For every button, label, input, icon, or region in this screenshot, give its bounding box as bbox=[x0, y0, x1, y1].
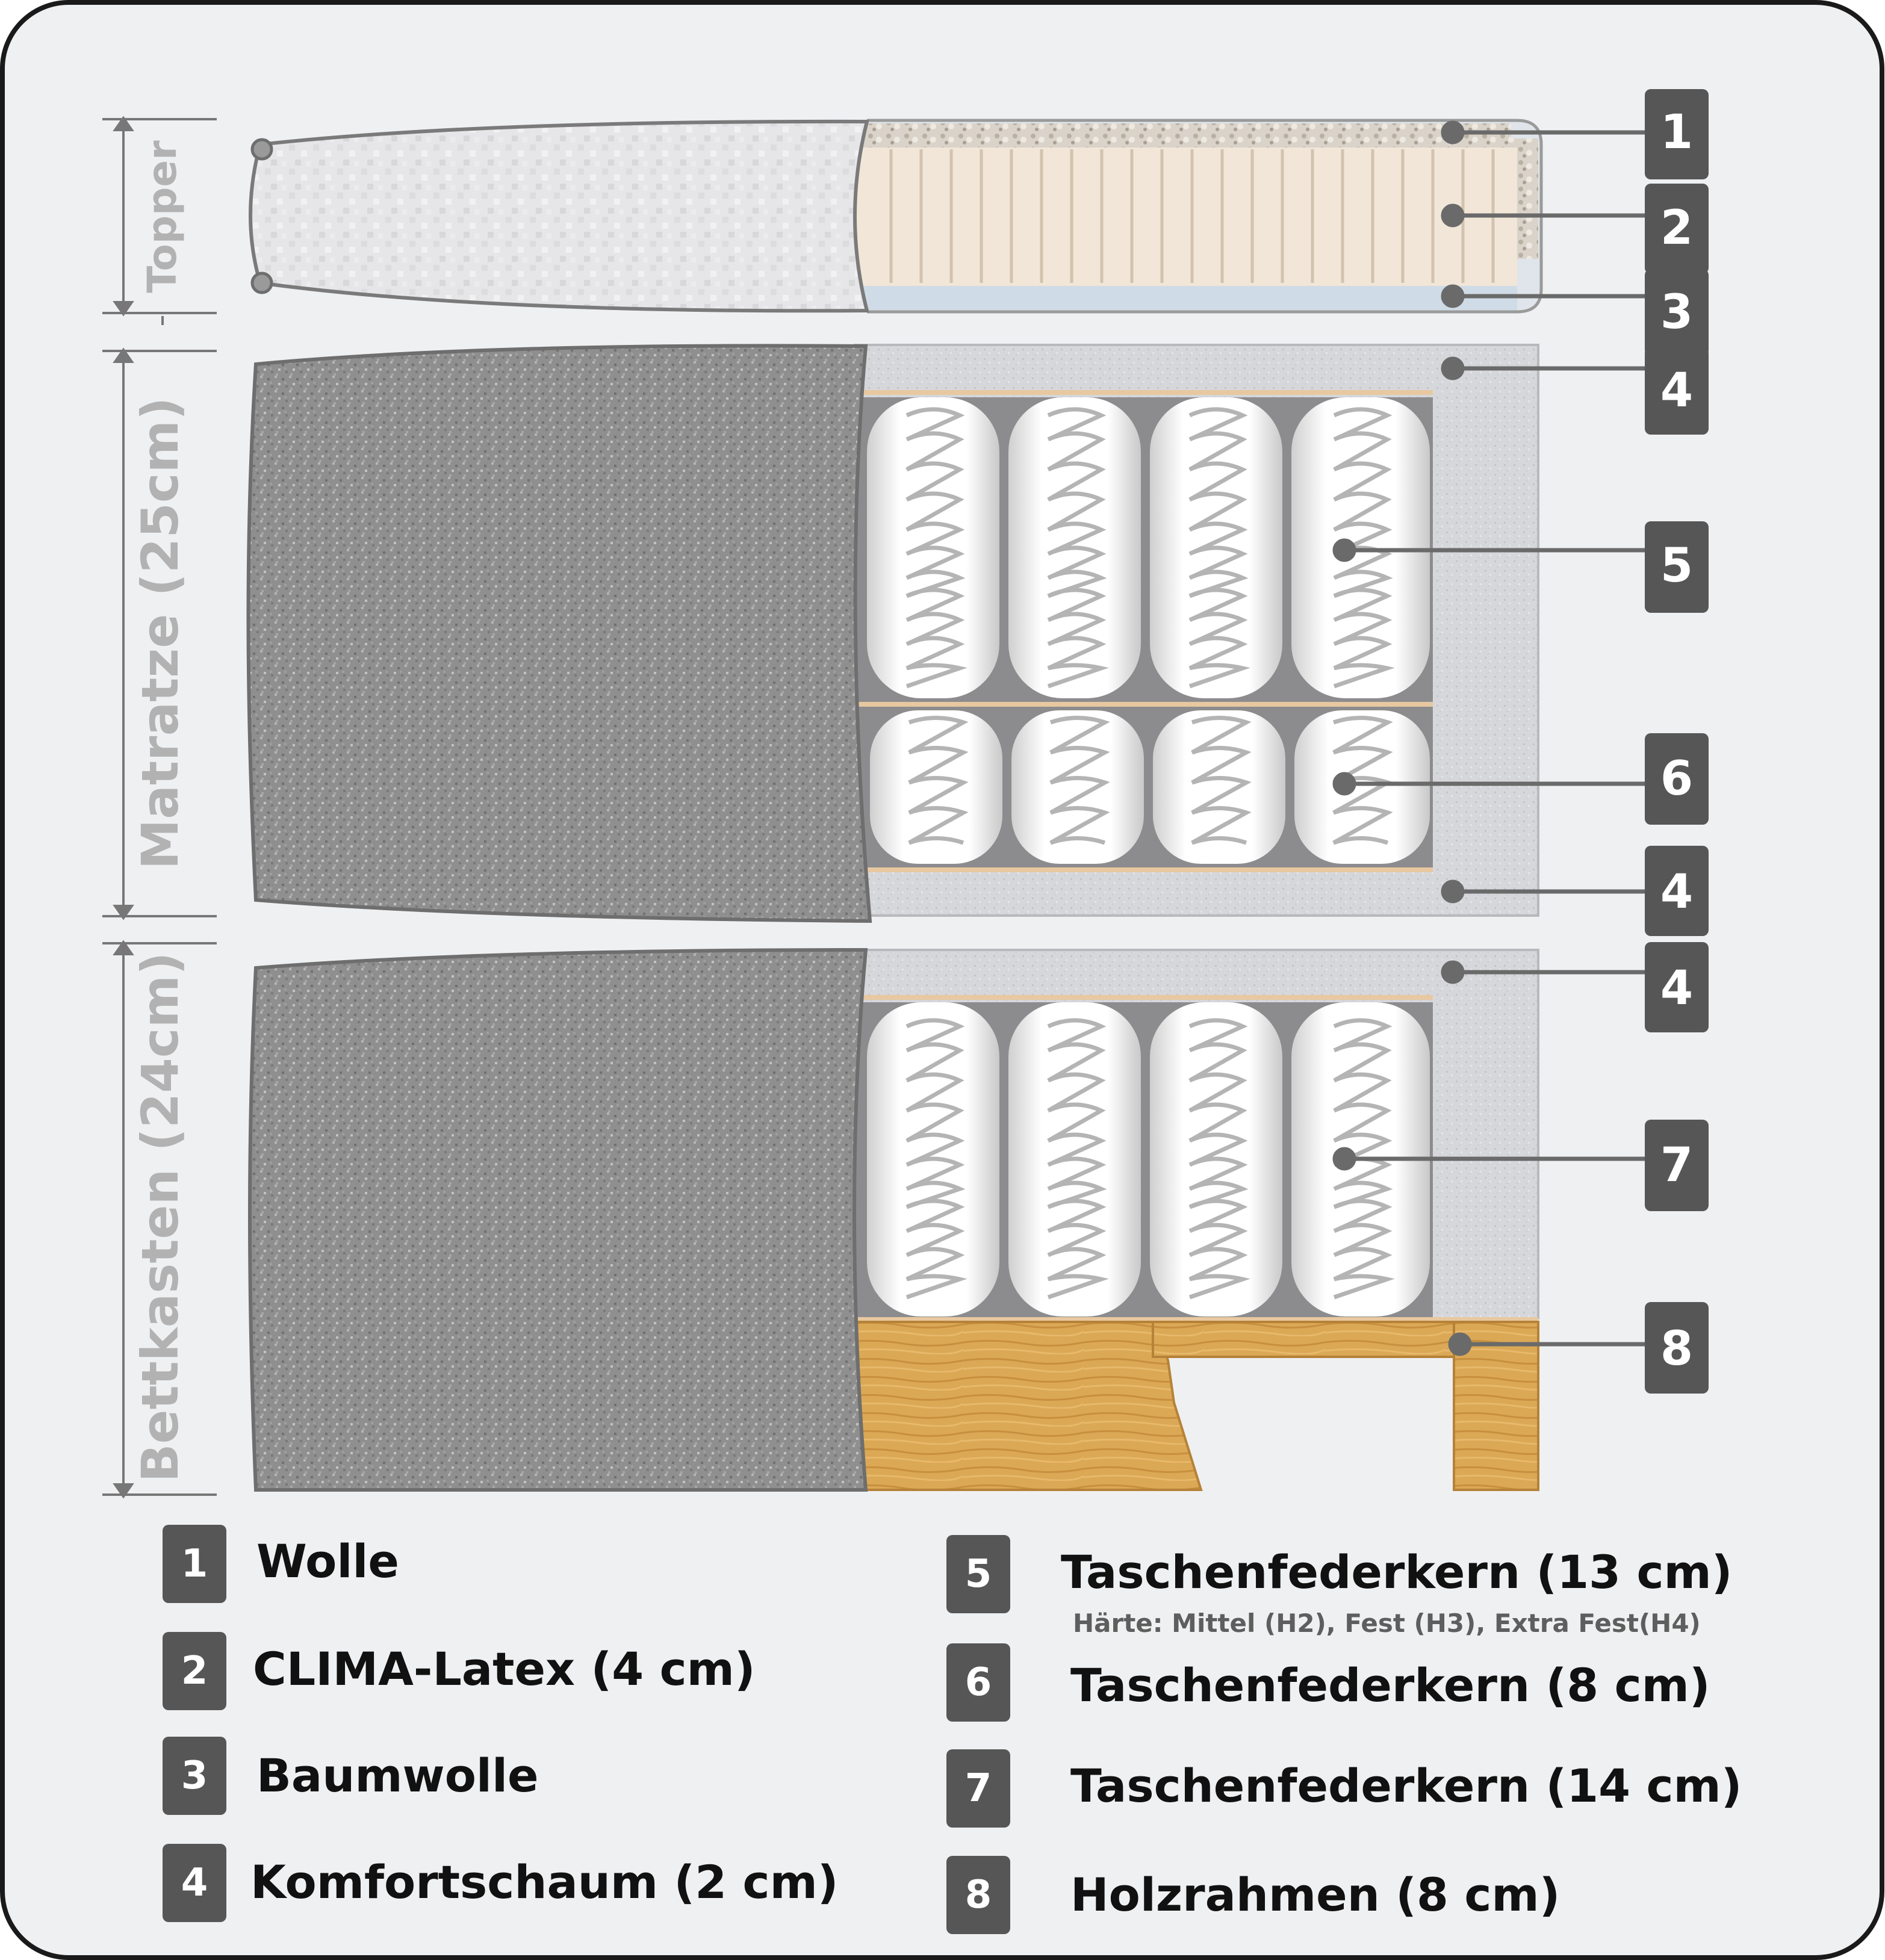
legend-badge-6: 6 bbox=[946, 1643, 1010, 1722]
legend-item-2: 2 CLIMA-Latex (4 cm) bbox=[163, 1632, 756, 1710]
legend-badge-8: 8 bbox=[946, 1856, 1010, 1934]
dimension-lines bbox=[102, 116, 217, 1499]
section-label-topper: Topper bbox=[139, 140, 185, 293]
legend-item-4: 4 Komfortschaum (2 cm) bbox=[163, 1844, 839, 1922]
callout-badge-3: 3 bbox=[1645, 269, 1709, 356]
svg-text:3: 3 bbox=[1660, 285, 1693, 340]
callout-badge-2: 2 bbox=[1645, 184, 1709, 274]
legend-sublabel-haerte: Härte: Mittel (H2), Fest (H3), Extra Fes… bbox=[1073, 1608, 1701, 1638]
svg-text:6: 6 bbox=[1660, 752, 1693, 806]
topper-layer bbox=[249, 119, 1543, 314]
matratze-layer bbox=[246, 344, 1539, 923]
legend-label-taschenfederkern-8: Taschenfederkern (8 cm) bbox=[1070, 1658, 1710, 1712]
svg-text:8: 8 bbox=[1660, 1322, 1693, 1376]
bettkasten-layer bbox=[248, 947, 1539, 1492]
legend-label-baumwolle: Baumwolle bbox=[256, 1748, 539, 1802]
callout-badge-6: 6 bbox=[1645, 733, 1709, 825]
legend-label-taschenfederkern-14: Taschenfederkern (14 cm) bbox=[1070, 1758, 1742, 1813]
svg-text:5: 5 bbox=[1660, 539, 1693, 593]
svg-text:7: 7 bbox=[1660, 1138, 1693, 1192]
spring-row-14cm bbox=[867, 1002, 1430, 1316]
legend-item-5: 5 Taschenfederkern (13 cm) bbox=[946, 1535, 1732, 1613]
legend-item-8: 8 Holzrahmen (8 cm) bbox=[946, 1856, 1560, 1934]
callout-badge-7: 7 bbox=[1645, 1120, 1709, 1211]
callout-badge-1: 1 bbox=[1645, 89, 1709, 179]
legend-label-holzrahmen: Holzrahmen (8 cm) bbox=[1070, 1867, 1560, 1921]
legend-label-komfortschaum: Komfortschaum (2 cm) bbox=[250, 1855, 839, 1909]
legend-item-3: 3 Baumwolle bbox=[163, 1737, 539, 1815]
legend-badge-5: 5 bbox=[946, 1535, 1010, 1613]
legend-item-7: 7 Taschenfederkern (14 cm) bbox=[946, 1749, 1742, 1828]
section-label-bettkasten: Bettkasten (24cm) bbox=[131, 952, 190, 1482]
legend-label-wolle: Wolle bbox=[256, 1534, 399, 1588]
wooden-frame bbox=[854, 1321, 1539, 1491]
callout-badge-4c: 4 bbox=[1645, 942, 1709, 1032]
callout-badge-4a: 4 bbox=[1645, 347, 1709, 435]
spring-row-13cm bbox=[867, 397, 1430, 698]
callout-leaders bbox=[1332, 120, 1647, 1356]
svg-text:4: 4 bbox=[1660, 961, 1693, 1016]
spring-row-8cm bbox=[870, 710, 1430, 864]
callout-badge-4b: 4 bbox=[1645, 846, 1709, 936]
callout-badge-8: 8 bbox=[1645, 1302, 1709, 1394]
legend-badge-4: 4 bbox=[163, 1844, 226, 1922]
legend-badge-2: 2 bbox=[163, 1632, 226, 1710]
legend-item-1: 1 Wolle bbox=[163, 1525, 399, 1603]
callout-badges: 1 2 3 4 5 6 4 4 bbox=[1645, 89, 1709, 1394]
legend-badge-7: 7 bbox=[946, 1749, 1010, 1828]
svg-text:4: 4 bbox=[1660, 865, 1693, 919]
legend-badge-1: 1 bbox=[163, 1525, 226, 1603]
legend-label-taschenfederkern-13: Taschenfederkern (13 cm) bbox=[1061, 1545, 1733, 1599]
svg-text:2: 2 bbox=[1660, 201, 1693, 255]
svg-text:1: 1 bbox=[1660, 105, 1693, 160]
callout-badge-5: 5 bbox=[1645, 521, 1709, 613]
legend-item-6: 6 Taschenfederkern (8 cm) bbox=[946, 1643, 1710, 1722]
svg-text:4: 4 bbox=[1660, 364, 1693, 418]
legend-badge-3: 3 bbox=[163, 1737, 226, 1815]
section-label-matratze: Matratze (25cm) bbox=[131, 397, 190, 870]
legend-label-clima-latex: CLIMA-Latex (4 cm) bbox=[253, 1642, 756, 1696]
